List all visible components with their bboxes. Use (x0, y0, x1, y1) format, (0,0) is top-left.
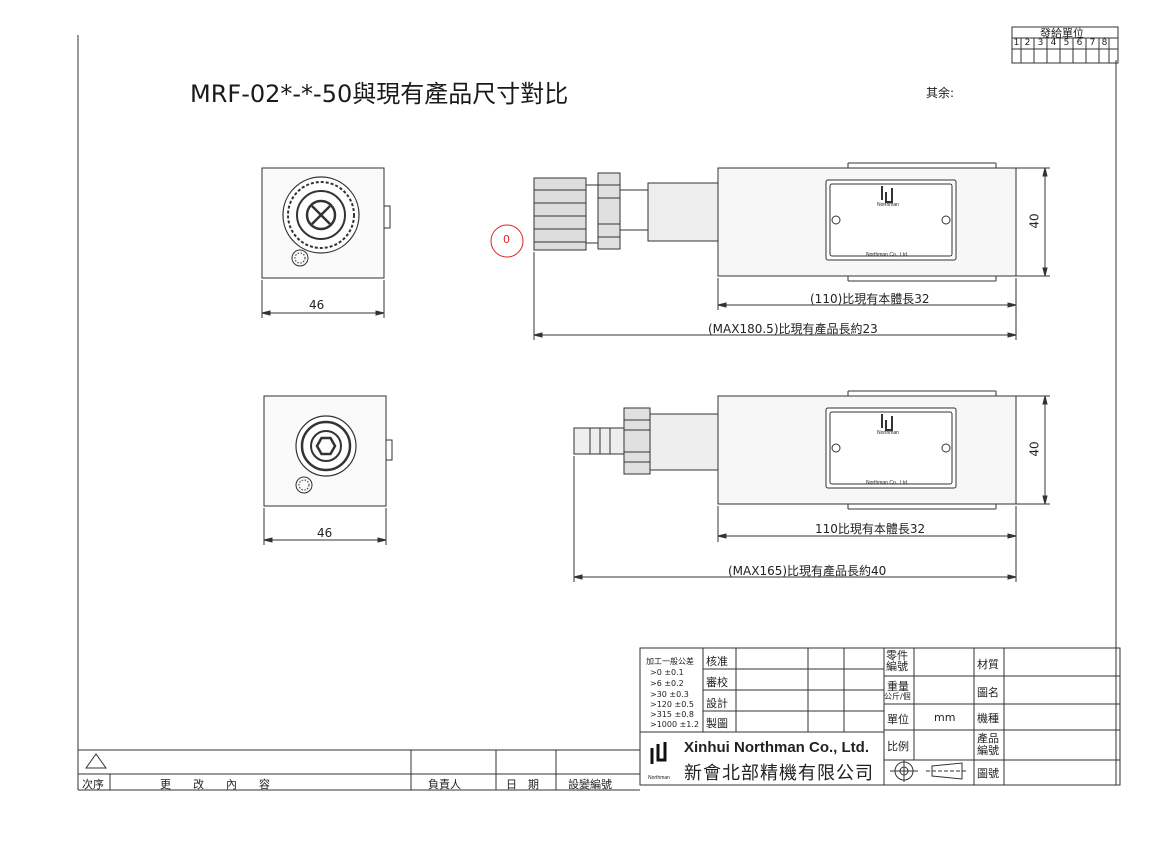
tolerance-row: >6 ±0.2 (650, 679, 684, 688)
scale-label: 比例 (887, 740, 909, 753)
top-side-view (490, 162, 1050, 340)
distribution-number: 2 (1024, 38, 1031, 48)
distribution-number: 3 (1037, 38, 1044, 48)
draw-label: 製圖 (706, 717, 728, 730)
drawing-title: MRF-02*-*-50與現有產品尺寸對比 (190, 80, 569, 108)
tolerance-title: 加工一般公差 (646, 657, 694, 666)
bottom-end-view (263, 395, 393, 545)
distribution-number: 6 (1076, 38, 1083, 48)
company-name-en: Xinhui Northman Co., Ltd. (684, 739, 869, 756)
revision-block-frame (78, 749, 640, 791)
weight-label: 重量 (887, 680, 909, 693)
top-width-dimension: 46 (309, 298, 325, 312)
bottom-total-length-dimension: (MAX165)比現有產品長約40 (728, 564, 887, 578)
distribution-table (1011, 26, 1119, 64)
weight-unit-label: 公斤/個 (884, 692, 911, 701)
unit-value: mm (934, 711, 956, 724)
review-label: 審校 (706, 676, 728, 689)
bottom-height-dimension: 40 (1027, 441, 1042, 457)
distribution-number: 4 (1050, 38, 1057, 48)
top-height-dimension: 40 (1027, 213, 1042, 229)
top-body-length-dimension: (110)比現有本體長32 (810, 292, 930, 306)
revision-date-label: 日 期 (506, 778, 539, 791)
company-name-zh: 新會北部精機有限公司 (684, 763, 874, 784)
top-logo-text: Northman (877, 202, 899, 208)
distribution-label: 發給單位 (1040, 27, 1084, 40)
title-block-frame (639, 647, 1121, 786)
bottom-side-view (573, 390, 1050, 582)
revision-change-no-label: 設變編號 (568, 778, 612, 791)
revision-content-label: 更 改 內 容 (160, 778, 270, 791)
tolerance-row: >0 ±0.1 (650, 668, 684, 677)
bottom-body-length-dimension: 110比現有本體長32 (815, 522, 926, 536)
revision-responsible-label: 負責人 (428, 778, 461, 791)
bottom-width-dimension: 46 (317, 526, 333, 540)
tolerance-row: >30 ±0.3 (650, 690, 689, 699)
revision-seq-label: 次序 (82, 778, 104, 791)
distribution-number: 1 (1013, 38, 1020, 48)
unit-label: 單位 (887, 713, 909, 726)
distribution-number: 7 (1089, 38, 1096, 48)
approve-label: 核准 (706, 655, 728, 668)
tolerance-row: >120 ±0.5 (650, 700, 694, 709)
top-total-length-dimension: (MAX180.5)比現有產品長約23 (708, 322, 878, 336)
tolerance-row: >315 ±0.8 (650, 710, 694, 719)
top-nameplate-text: Northman Co., Ltd. (866, 252, 909, 258)
material-label: 材質 (977, 658, 999, 671)
distribution-number: 8 (1101, 38, 1108, 48)
distribution-number: 5 (1063, 38, 1070, 48)
part-no-label: 零件編號 (886, 649, 908, 673)
tolerance-row: >1000 ±1.2 (650, 720, 700, 729)
model-label: 機種 (977, 712, 999, 725)
bottom-nameplate-text: Northman Co., Ltd. (866, 480, 909, 486)
design-label: 設計 (706, 697, 728, 710)
product-no-label: 產品編號 (977, 732, 999, 757)
misc-label: 其余: (926, 86, 955, 100)
drawing-name-label: 圖名 (977, 686, 999, 699)
bottom-logo-text: Northman (877, 430, 899, 436)
top-end-view (261, 167, 391, 318)
drawing-no-label: 圖號 (977, 767, 999, 780)
company-logo-text: Northman (648, 775, 670, 781)
red-marker-label: 0 (503, 233, 510, 246)
